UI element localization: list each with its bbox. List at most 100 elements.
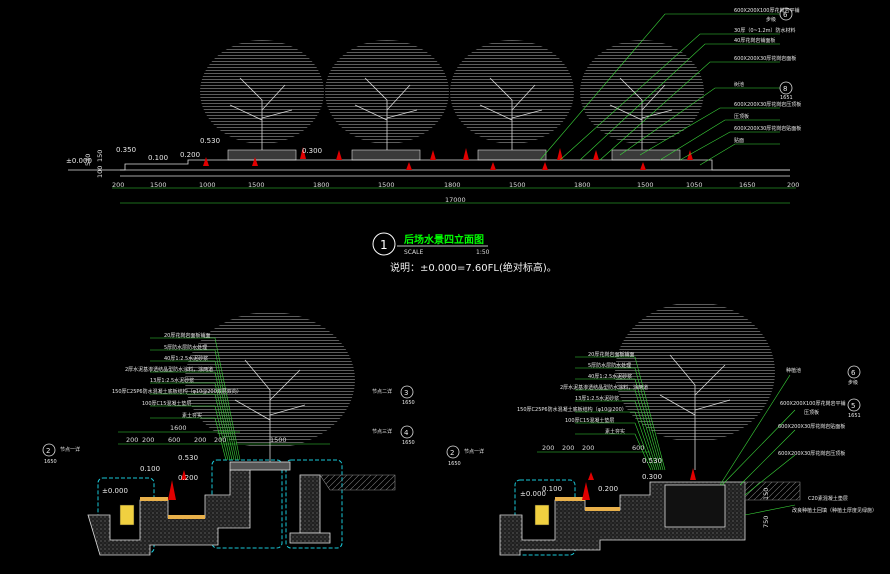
- tree-canopies: [200, 40, 704, 150]
- detail-tag: 2 1650 节点一详: [446, 445, 484, 467]
- height-dim: 530: [84, 154, 92, 166]
- layer-label: 5厚防水层防水处理: [164, 344, 207, 351]
- callout-text: 600X200X30厚花岗岩压顶板: [734, 101, 801, 108]
- layer-label: 100厚C15混凝土垫层: [142, 400, 191, 407]
- level-label: 0.100: [542, 485, 562, 493]
- tag-label: 节点一详: [60, 446, 80, 453]
- dim-top: 200: [214, 436, 226, 444]
- level-label: 0.530: [200, 137, 220, 145]
- tree-canopy: [200, 40, 324, 144]
- level-label: ±0.000: [102, 487, 128, 495]
- scale-label: SCALE: [404, 249, 423, 256]
- layer-label: 13厚1:2.5水泥砂浆: [150, 377, 194, 384]
- segment-dim: 1500: [509, 181, 526, 189]
- marker-sub: 1651: [780, 95, 793, 101]
- callout-text: 600X200X100厚花岗岩平铺: [780, 400, 845, 407]
- right-dim: 750: [762, 516, 770, 528]
- marker-number: 6: [851, 369, 856, 377]
- callout-text: 贴面: [734, 137, 744, 144]
- layer-label: 40厚1:2.5水泥砂浆: [164, 355, 208, 362]
- marker-sub: 1651: [848, 413, 861, 419]
- dim-top: 200: [542, 444, 554, 452]
- level-label: 0.300: [302, 147, 322, 155]
- callout-marker: 8 1651: [779, 81, 793, 101]
- layer-label: 100厚C15混凝土垫层: [565, 417, 614, 424]
- segment-dim: 1500: [378, 181, 395, 189]
- section-left: 20厚花岗岩面板铺面 5厚防水层防水处理 40厚1:2.5水泥砂浆 2厚水泥基渗…: [42, 312, 415, 556]
- tag-number: 2: [450, 449, 454, 457]
- callout-text: 600X200X30厚花岗岩压顶板: [778, 450, 845, 457]
- elevation-levels: ±0.000 0.350 0.100 0.200 0.530 0.300: [66, 137, 322, 165]
- marker-number: 5: [851, 402, 855, 410]
- section-right-callouts: 种植池 600X200X100厚花岗岩平铺 压顶板 600X200X30厚花岗岩…: [778, 367, 877, 514]
- dim-top: 200: [194, 436, 206, 444]
- segment-dims: 200 1500 1000 1500 1800 1500 1800 1500 1…: [112, 181, 799, 204]
- layer-label: 2厚水泥基渗透结晶型防水涂料，涂两道: [560, 384, 648, 391]
- callout-marker: 6: [779, 7, 793, 21]
- fountain-jet: [690, 468, 696, 480]
- detail-tag: 3 1650 节点二详: [372, 385, 415, 406]
- segment-dim: 1800: [574, 181, 591, 189]
- section-right: 20厚花岗岩面板铺面 5厚防水层防水处理 40厚1:2.5水泥砂浆 2厚水泥基渗…: [446, 302, 877, 556]
- fountain-jet: [582, 482, 590, 500]
- level-label: 0.350: [116, 146, 136, 154]
- segment-dim: 1800: [444, 181, 461, 189]
- callout-text: 600X200X30厚花岗岩面板: [734, 55, 796, 62]
- height-dim: 150: [96, 150, 104, 162]
- total-dim: 17000: [445, 196, 466, 204]
- segment-dim: 1650: [739, 181, 756, 189]
- tree-canopy: [615, 302, 775, 442]
- fountain-jet: [588, 472, 594, 480]
- tag-number: 3: [404, 389, 408, 397]
- segment-dim: 1500: [150, 181, 167, 189]
- level-label: 0.530: [642, 457, 662, 465]
- callout-text: 压顶板: [734, 113, 749, 120]
- segment-dim: 1500: [637, 181, 654, 189]
- level-label: 0.200: [598, 485, 618, 493]
- level-label: 0.300: [642, 473, 662, 481]
- drawing-title: 后场水景四立面图: [404, 233, 484, 246]
- tag-number: 4: [404, 429, 409, 437]
- drawing-note: 说明：±0.000=7.60FL(绝对标高)。: [390, 261, 557, 274]
- layer-label: 20厚花岗岩面板铺面: [588, 351, 634, 358]
- tree-canopy: [580, 40, 704, 144]
- tree-canopy: [185, 312, 355, 448]
- level-label: 0.200: [178, 474, 198, 482]
- segment-dim: 1800: [313, 181, 330, 189]
- dim-top: 200: [582, 444, 594, 452]
- layer-label: 5厚防水层防水处理: [588, 362, 631, 369]
- callout-marker: 5 1651: [847, 398, 861, 419]
- section-right-layers: 20厚花岗岩面板铺面 5厚防水层防水处理 40厚1:2.5水泥砂浆 2厚水泥基渗…: [517, 351, 648, 435]
- tag-sub: 1650: [448, 461, 461, 467]
- level-label: 0.530: [178, 454, 198, 462]
- callout-text: C20素混凝土垫层: [808, 495, 848, 502]
- fountain-jet: [168, 480, 176, 500]
- dim-top: 600: [168, 436, 180, 444]
- callout-text: 改良种植土回填（种植土厚度见绿施）: [792, 507, 877, 514]
- segment-dim: 1500: [248, 181, 265, 189]
- layer-label: 素土夯实: [182, 412, 202, 419]
- segment-dim: 200: [787, 181, 799, 189]
- dim-top: 200: [142, 436, 154, 444]
- segment-dim: 200: [112, 181, 124, 189]
- level-label: 0.200: [180, 151, 200, 159]
- tag-label: 节点二详: [372, 388, 392, 395]
- height-dim: 100: [96, 166, 104, 178]
- level-label: ±0.000: [520, 490, 546, 498]
- tag-sub: 1650: [44, 459, 57, 465]
- level-label: 0.100: [148, 154, 168, 162]
- tree-canopy: [325, 40, 449, 144]
- section-left-layers: 20厚花岗岩面板铺面 5厚防水层防水处理 40厚1:2.5水泥砂浆 2厚水泥基渗…: [112, 332, 242, 419]
- section-right-levels: ±0.000 0.100 0.200 0.530 0.300: [520, 457, 662, 498]
- callout-text: 40厚花岗岩铺面板: [734, 37, 775, 44]
- callout-text: 压顶板: [804, 409, 819, 416]
- dim-1600: 1600: [170, 424, 187, 432]
- layer-label: 素土夯实: [605, 428, 625, 435]
- callout-text: 步级: [766, 16, 776, 23]
- layer-label: 150厚C25P6防水混凝土底板结构（φ10@200双层双向）: [112, 388, 242, 395]
- dim-top: 200: [126, 436, 138, 444]
- layer-label: 150厚C25P6防水混凝土底板结构（φ10@200）: [517, 406, 627, 413]
- tag-sub: 1650: [402, 400, 415, 406]
- callout-text: 600X200X30厚花岗岩贴面板: [778, 423, 845, 430]
- elevation-view: ±0.000 0.350 0.100 0.200 0.530 0.300 530…: [66, 7, 801, 204]
